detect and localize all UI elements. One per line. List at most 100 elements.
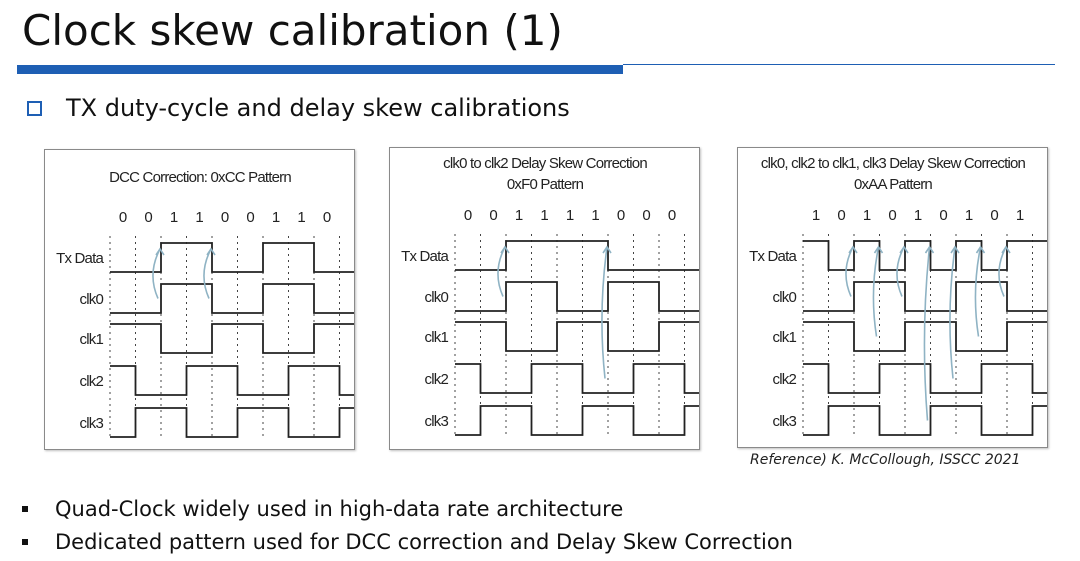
square-bullet-icon — [22, 505, 28, 512]
correction-arrowhead — [873, 245, 884, 254]
signal-label: Tx Data — [56, 250, 104, 267]
correction-arrowhead — [206, 247, 216, 256]
correction-arrow — [872, 246, 880, 337]
bit-label: 0 — [939, 207, 947, 224]
correction-arrowhead — [1001, 245, 1011, 254]
signal-label: clk2 — [80, 373, 104, 390]
correction-arrow — [203, 248, 212, 299]
signal-label: clk1 — [425, 329, 449, 346]
signal-label: clk2 — [425, 371, 449, 388]
bit-label: 0 — [642, 207, 650, 224]
bit-label: 1 — [195, 209, 203, 226]
bit-label: 0 — [246, 209, 254, 226]
correction-arrowhead — [500, 245, 510, 254]
correction-arrow — [896, 246, 905, 297]
bullet-text: Quad-Clock widely used in high-data rate… — [55, 496, 624, 521]
signal-label: clk3 — [80, 415, 104, 432]
panel-title-line: 0xF0 Pattern — [507, 176, 584, 193]
signal-label: Tx Data — [749, 248, 797, 265]
correction-arrow — [497, 246, 506, 297]
correction-arrowhead — [975, 245, 986, 254]
correction-arrowhead — [924, 245, 935, 254]
panel-delay-skew-clk1-clk3-diagram: clk0, clk2 to clk1, clk3 Delay Skew Corr… — [749, 155, 1047, 438]
signal-label: clk1 — [773, 329, 797, 346]
clk3-waveform — [110, 407, 354, 438]
correction-arrowhead — [950, 245, 960, 254]
clk3-waveform — [455, 405, 699, 436]
bit-label: 1 — [965, 207, 973, 224]
bit-label: 1 — [272, 209, 280, 226]
bullet-list: Quad-Clock widely used in high-data rate… — [22, 492, 793, 558]
bit-label: 1 — [914, 207, 922, 224]
bit-label: 1 — [591, 207, 599, 224]
signal-label: clk1 — [80, 331, 104, 348]
bullet-item: Dedicated pattern used for DCC correctio… — [22, 525, 793, 558]
correction-arrow — [923, 246, 931, 421]
correction-arrowhead — [155, 247, 165, 256]
panel-delay-skew-clk0-clk2: clk0 to clk2 Delay Skew Correction 0xF0 P… — [389, 147, 700, 450]
bit-label: 0 — [144, 209, 152, 226]
bit-label: 0 — [837, 207, 845, 224]
correction-arrow — [949, 246, 956, 379]
bit-label: 0 — [221, 209, 229, 226]
bit-label: 0 — [990, 207, 998, 224]
signal-label: clk0 — [80, 291, 104, 308]
clk0-waveform — [110, 283, 354, 314]
slide-title: Clock skew calibration (1) — [22, 6, 563, 55]
correction-arrowhead — [899, 245, 909, 254]
clk2-waveform — [110, 365, 354, 396]
signal-label: clk0 — [773, 289, 797, 306]
clk2-waveform — [803, 363, 1047, 394]
bullet-item: Quad-Clock widely used in high-data rate… — [22, 492, 793, 525]
reference-note: Reference) K. McCollough, ISSCC 2021 — [750, 452, 1021, 468]
panel-delay-skew-clk0-clk2-diagram: clk0 to clk2 Delay Skew Correction 0xF0 P… — [401, 155, 699, 438]
title-rule-thin — [623, 64, 1055, 65]
bit-label: 0 — [888, 207, 896, 224]
panel-title-line: clk0 to clk2 Delay Skew Correction — [443, 155, 647, 172]
subheading-text: TX duty-cycle and delay skew calibration… — [66, 94, 570, 122]
checkbox-bullet-icon — [27, 100, 42, 116]
panel-title-line: clk0, clk2 to clk1, clk3 Delay Skew Corr… — [761, 155, 1026, 172]
clk0-waveform — [455, 281, 699, 312]
clk0-waveform — [803, 281, 1047, 312]
tx-data-waveform — [110, 242, 354, 273]
correction-arrowhead — [848, 245, 858, 254]
panel-title-line: 0xAA Pattern — [854, 176, 932, 193]
bit-label: 0 — [323, 209, 331, 226]
bit-label: 1 — [1016, 207, 1024, 224]
title-rule-thick — [17, 65, 623, 74]
correction-arrow — [974, 246, 982, 337]
bullet-text: Dedicated pattern used for DCC correctio… — [55, 529, 793, 554]
panel-delay-skew-clk1-clk3: clk0, clk2 to clk1, clk3 Delay Skew Corr… — [737, 147, 1048, 448]
signal-label: Tx Data — [401, 248, 449, 265]
bit-label: 1 — [566, 207, 574, 224]
clk3-waveform — [803, 405, 1047, 436]
bit-label: 0 — [119, 209, 127, 226]
square-bullet-icon — [22, 538, 28, 545]
correction-arrow — [152, 248, 161, 299]
bit-label: 0 — [464, 207, 472, 224]
correction-arrowhead — [602, 245, 612, 254]
bit-label: 1 — [515, 207, 523, 224]
clk1-waveform — [455, 321, 699, 352]
correction-arrow — [601, 246, 608, 379]
clk1-waveform — [803, 321, 1047, 352]
clk2-waveform — [455, 363, 699, 394]
tx-data-waveform — [455, 240, 699, 271]
signal-label: clk3 — [773, 413, 797, 430]
correction-arrow — [845, 246, 854, 297]
bit-label: 0 — [668, 207, 676, 224]
clk1-waveform — [110, 323, 354, 354]
correction-arrow — [998, 246, 1007, 297]
bit-label: 1 — [297, 209, 305, 226]
signal-label: clk0 — [425, 289, 449, 306]
bit-label: 0 — [617, 207, 625, 224]
subheading: TX duty-cycle and delay skew calibration… — [27, 94, 570, 122]
bit-label: 0 — [489, 207, 497, 224]
bit-label: 1 — [863, 207, 871, 224]
bit-label: 1 — [812, 207, 820, 224]
panel-title-line: DCC Correction: 0xCC Pattern — [109, 169, 291, 186]
bit-label: 1 — [170, 209, 178, 226]
